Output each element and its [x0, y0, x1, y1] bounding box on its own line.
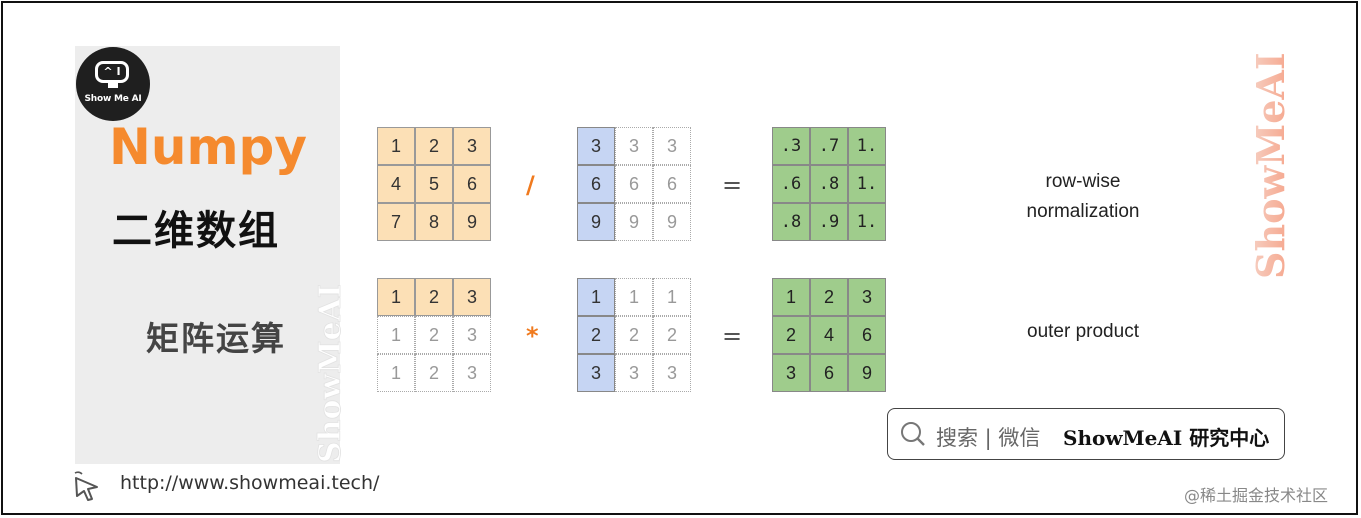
svg-text:ShowMeAI: ShowMeAI: [313, 285, 348, 463]
matrix-cell: 6: [453, 165, 491, 203]
matrix-cell: 3: [615, 354, 653, 392]
matrix-cell: 8: [415, 203, 453, 241]
matrix-cell: 6: [810, 354, 848, 392]
matrix-cell: 9: [848, 354, 886, 392]
matrix-cell: 2: [415, 354, 453, 392]
matrix-cell: 5: [415, 165, 453, 203]
search-icon: [901, 422, 925, 446]
matrix-cell: .8: [772, 203, 810, 241]
website-link[interactable]: http://www.showmeai.tech/: [120, 472, 380, 494]
title-2d-array: 二维数组: [112, 208, 280, 254]
svg-text:ShowMeAI: ShowMeAI: [1248, 52, 1293, 279]
matrix-cell: 1.: [848, 203, 886, 241]
matrix-cell: 6: [577, 165, 615, 203]
section-matrix-ops: 矩阵运算: [146, 319, 286, 358]
matrix-cell: 2: [772, 316, 810, 354]
matrix-cell: 4: [810, 316, 848, 354]
row1-equals: =: [722, 171, 743, 199]
platform-credit: @稀土掘金技术社区: [1184, 486, 1329, 505]
matrix-cell: 2: [415, 278, 453, 316]
matrix-cell: 9: [615, 203, 653, 241]
matrix-cell: 1: [772, 278, 810, 316]
matrix-cell: 3: [848, 278, 886, 316]
matrix-cell: 3: [577, 354, 615, 392]
row2-description: outer product: [1027, 321, 1139, 342]
matrix-cell: .3: [772, 127, 810, 165]
row2-equals: =: [722, 322, 743, 350]
matrix-cell: 2: [415, 316, 453, 354]
title-numpy: Numpy: [109, 118, 307, 176]
matrix-cell: 6: [653, 165, 691, 203]
matrix-cell: 2: [653, 316, 691, 354]
matrix-cell: 2: [615, 316, 653, 354]
matrix-cell: 3: [453, 316, 491, 354]
matrix-cell: 1: [377, 354, 415, 392]
multiply-operator: *: [526, 322, 539, 350]
matrix-cell: .9: [810, 203, 848, 241]
matrix-cell: 9: [653, 203, 691, 241]
matrix-cell: 3: [577, 127, 615, 165]
brand-watermark: ShowMeAI: [1248, 52, 1293, 279]
side-watermark: ShowMeAI: [313, 285, 349, 463]
matrix-cell: 3: [653, 127, 691, 165]
matrix-cell: 2: [415, 127, 453, 165]
matrix-cell: 1.: [848, 127, 886, 165]
matrix-cell: 6: [615, 165, 653, 203]
matrix-cell: 1: [377, 316, 415, 354]
divide-operator: /: [526, 171, 535, 199]
matrix-cell: 1: [377, 127, 415, 165]
wechat-search-badge: 搜索 | 微信 ShowMeAI 研究中心: [887, 408, 1285, 460]
matrix-cell: 1: [577, 278, 615, 316]
matrix-cell: .7: [810, 127, 848, 165]
row1-description: row-wise normalization: [1026, 171, 1140, 222]
matrix-cell: 1: [377, 278, 415, 316]
matrix-cell: 1.: [848, 165, 886, 203]
matrix-cell: 4: [377, 165, 415, 203]
matrix-cell: 9: [577, 203, 615, 241]
matrix-cell: 2: [810, 278, 848, 316]
matrix-cell: .6: [772, 165, 810, 203]
search-label: 搜索 | 微信: [936, 426, 1041, 450]
matrix-cell: 3: [453, 354, 491, 392]
search-brand: ShowMeAI 研究中心: [1063, 426, 1270, 450]
matrix-cell: 3: [772, 354, 810, 392]
matrix-cell: 2: [577, 316, 615, 354]
showmeai-logo: ^ I Show Me AI: [76, 47, 150, 121]
matrix-cell: 1: [653, 278, 691, 316]
matrix-cell: 6: [848, 316, 886, 354]
cursor-icon: [74, 471, 98, 501]
matrix-cell: .8: [810, 165, 848, 203]
matrix-cell: 9: [453, 203, 491, 241]
matrix-cell: 3: [615, 127, 653, 165]
matrix-cell: 1: [615, 278, 653, 316]
matrix-cell: 3: [653, 354, 691, 392]
matrix-cell: 7: [377, 203, 415, 241]
matrix-cell: 3: [453, 127, 491, 165]
matrix-cell: 3: [453, 278, 491, 316]
